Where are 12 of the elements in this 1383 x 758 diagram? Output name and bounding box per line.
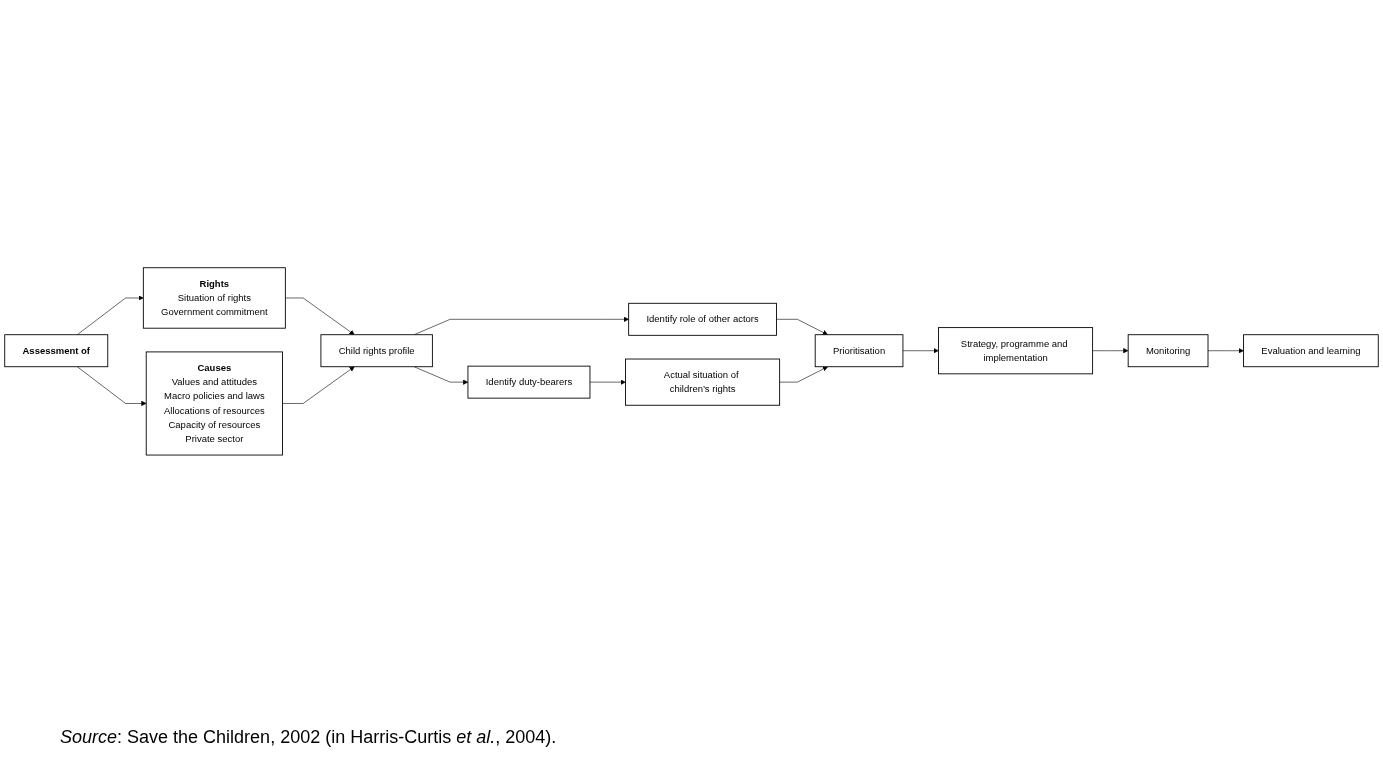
node-box: Identify duty-bearers — [467, 365, 591, 399]
node-box: Child rights profile — [320, 334, 433, 368]
node-box: Strategy, programme and implementation — [938, 327, 1094, 375]
node-box: Assessment of — [4, 334, 109, 368]
node-box: Prioritisation — [814, 334, 904, 368]
node-box: Monitoring — [1127, 334, 1209, 368]
node-box: Evaluation and learning — [1243, 334, 1379, 368]
node-box: Rights Situation of rights Government commitment — [142, 267, 286, 329]
source-caption: Source: Save the Children, 2002 (in Harris-Curtis et al., 2004). — [60, 727, 557, 747]
node-box: Actual situation of children’s rights — [625, 358, 781, 406]
node-box: Causes Values and attitudes Macro policies and laws Allocations of resources Capacity of resources Private sector — [145, 351, 283, 456]
node-box: Identify role of other actors — [628, 302, 777, 336]
